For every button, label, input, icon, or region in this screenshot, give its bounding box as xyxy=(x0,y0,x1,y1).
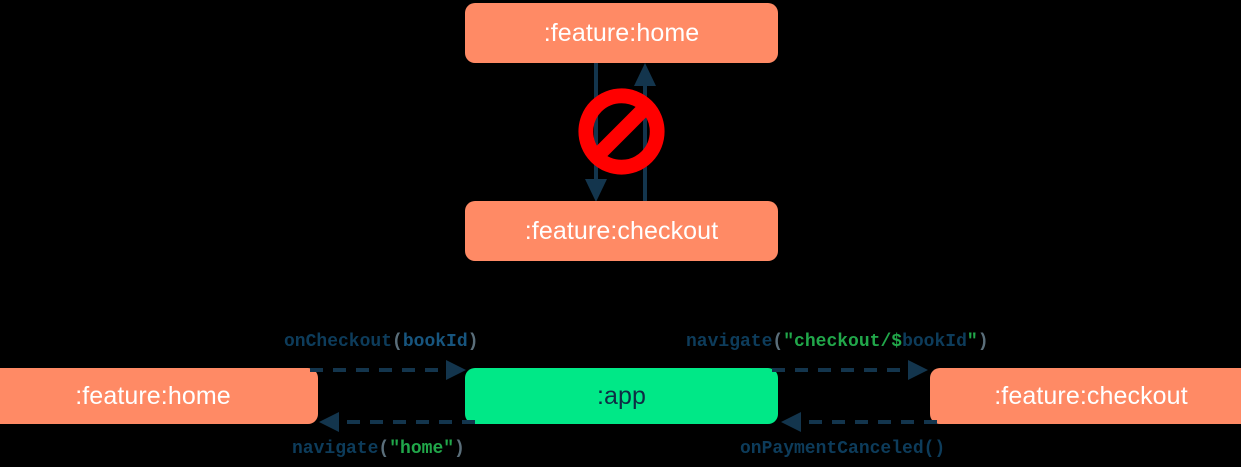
token-paren-close: ) xyxy=(977,332,989,352)
module-node-app[interactable]: :app xyxy=(465,368,778,424)
module-node-feature-home-top[interactable]: :feature:home xyxy=(465,3,778,63)
node-label: :feature:checkout xyxy=(994,381,1188,410)
module-node-feature-home-bottom[interactable]: :feature:home xyxy=(0,368,318,424)
token-string-tail: " xyxy=(966,332,978,352)
edge-label-navigate-home: navigate("home") xyxy=(292,440,465,458)
node-label: :feature:home xyxy=(75,381,231,410)
token-argument: bookId xyxy=(402,332,468,352)
home-app-connectors xyxy=(310,360,475,432)
token-string-head: "checkout/ xyxy=(783,332,892,352)
module-node-feature-checkout-top[interactable]: :feature:checkout xyxy=(465,201,778,261)
token-paren-close: ) xyxy=(467,332,479,352)
app-checkout-connectors xyxy=(772,360,937,432)
token-dollar: $ xyxy=(891,332,903,352)
token-string: "home" xyxy=(389,439,455,459)
token-paren-open: ( xyxy=(772,332,784,352)
module-node-feature-checkout-bottom[interactable]: :feature:checkout xyxy=(930,368,1241,424)
edge-label-navigate-bookid: navigate("checkout/$bookId") xyxy=(686,333,989,351)
token-paren-close: ) xyxy=(454,439,465,459)
edge-label-on-payment-canceled: onPaymentCanceled() xyxy=(740,440,945,458)
token-variable: bookId xyxy=(902,332,967,352)
token-paren-open: ( xyxy=(392,332,403,352)
edge-label-on-checkout: onCheckout(bookId) xyxy=(284,333,478,351)
no-entry-icon xyxy=(578,88,665,175)
token-function: onCheckout xyxy=(284,332,393,352)
node-label: :app xyxy=(596,381,647,410)
node-label: :feature:home xyxy=(543,18,700,47)
node-label: :feature:checkout xyxy=(524,216,719,245)
token-function: onPaymentCanceled() xyxy=(740,439,946,459)
token-function: navigate xyxy=(292,439,379,459)
token-function: navigate xyxy=(686,332,773,352)
token-paren-open: ( xyxy=(378,439,390,459)
